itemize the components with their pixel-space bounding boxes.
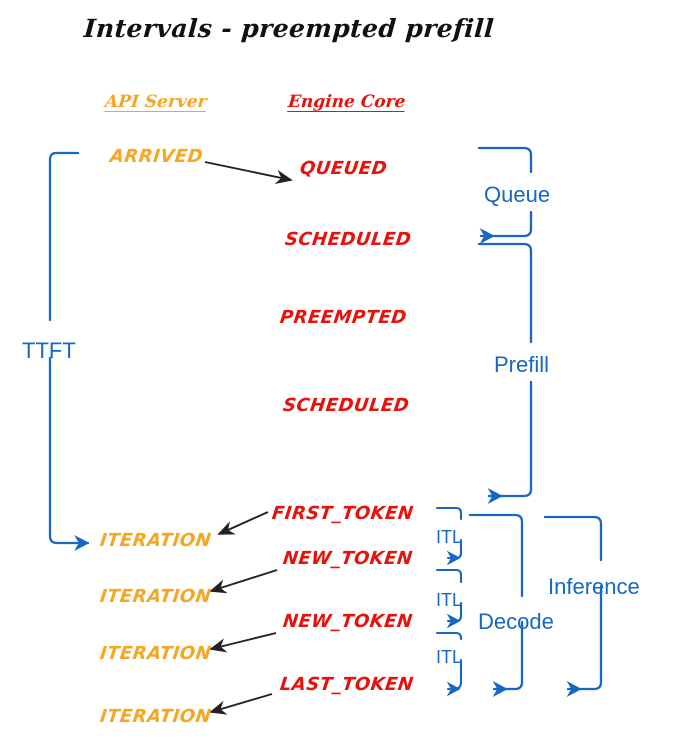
transition-arrows — [204, 161, 293, 715]
page-title: Intervals - preempted prefill — [82, 14, 496, 43]
state-iteration: ITERATION — [98, 643, 213, 664]
interval-label-queue: Queue — [484, 182, 551, 207]
interval-label-itl-2: ITL — [436, 590, 463, 610]
interval-label-prefill: Prefill — [494, 352, 550, 377]
state-arrived: ARRIVED — [108, 146, 205, 167]
state-iteration: ITERATION — [98, 530, 213, 551]
state-last-token: LAST_TOKEN — [278, 674, 415, 695]
interval-label-inference: Inference — [548, 574, 640, 599]
interval-label-itl-1: ITL — [436, 527, 463, 547]
state-iteration: ITERATION — [98, 706, 213, 727]
state-new-token: NEW_TOKEN — [281, 548, 414, 569]
state-first-token: FIRST_TOKEN — [270, 503, 415, 524]
interval-label-ttft: TTFT — [22, 338, 76, 363]
state-queued: QUEUED — [298, 158, 389, 179]
state-scheduled: SCHEDULED — [281, 395, 411, 416]
state-scheduled: SCHEDULED — [283, 229, 413, 250]
inference-bracket — [543, 515, 603, 698]
state-preempted: PREEMPTED — [278, 307, 409, 328]
interval-label-itl-3: ITL — [436, 647, 463, 667]
state-new-token: NEW_TOKEN — [281, 611, 414, 632]
decode-bracket — [468, 513, 524, 698]
column-header-api-server: API Server — [104, 92, 208, 112]
interval-label-decode: Decode — [478, 609, 554, 634]
state-iteration: ITERATION — [98, 586, 213, 607]
column-header-engine-core: Engine Core — [287, 92, 407, 112]
